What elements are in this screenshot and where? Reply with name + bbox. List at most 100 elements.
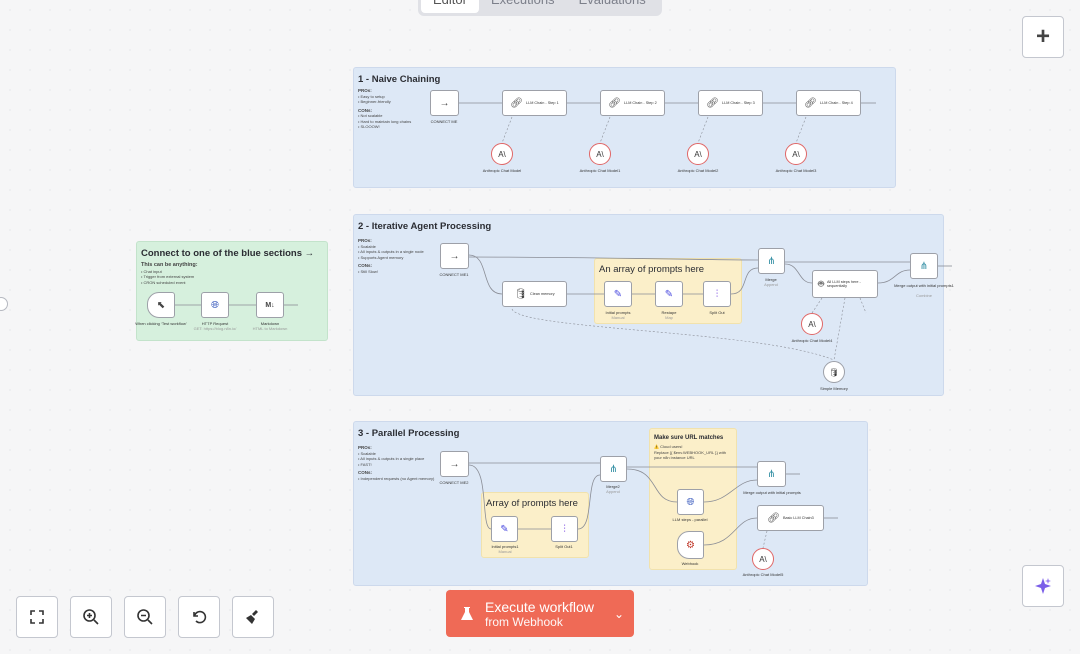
sticky-title: Make sure URL matches [654, 435, 724, 441]
zoom-out-button[interactable] [124, 596, 166, 638]
node-label: Split Out [709, 310, 725, 315]
tab-executions[interactable]: Executions [479, 0, 567, 13]
llm-chain-step-1-node[interactable]: 🔗︎LLM Chain - Step 1 [502, 90, 567, 116]
merge-node[interactable]: ⋔ [758, 248, 785, 274]
node-subtitle: Append [606, 489, 620, 494]
node-label: Merge output with initial prompts [743, 490, 801, 495]
split-out-node[interactable]: ⫶ [703, 281, 731, 307]
pros-item: • Beginner-friendly [358, 99, 391, 104]
node-subtitle: Append [764, 282, 778, 287]
ai-assistant-button[interactable] [1022, 565, 1064, 607]
connect-me-node[interactable]: → [430, 90, 459, 116]
node-label: CONNECT ME [430, 119, 458, 124]
split-icon: ⫶ [715, 288, 719, 300]
connect-me-1-node[interactable]: → [440, 243, 469, 269]
clean-memory-node[interactable]: 🛢︎Clean memory [502, 281, 567, 307]
anthropic-model-node[interactable]: A\ [785, 143, 807, 165]
execute-workflow-button[interactable]: Execute workflow from Webhook ⌄ [446, 590, 634, 637]
node-label: Anthropic Chat Model [482, 168, 522, 173]
anthropic-model-node[interactable]: A\ [752, 548, 774, 570]
llm-steps-parallel-node[interactable]: 🌐︎ [677, 489, 704, 515]
section-title: 2 - Iterative Agent Processing [358, 221, 492, 232]
chevron-down-icon[interactable]: ⌄ [613, 606, 624, 621]
sticky-line: • CRON scheduled event [141, 279, 186, 285]
merge-output-1-node[interactable]: ⋔ [910, 253, 938, 279]
undo-icon [193, 610, 207, 624]
globe-icon: 🌐︎ [211, 299, 219, 311]
basic-llm-chain-node[interactable]: 🔗︎Basic LLM Chain3 [757, 505, 824, 531]
http-request-node[interactable]: 🌐︎ [201, 292, 229, 318]
node-label: CONNECT ME2 [439, 480, 469, 485]
split-out-1-node[interactable]: ⫶ [551, 516, 578, 542]
anthropic-icon: A\ [596, 149, 604, 159]
section-title: 1 - Naive Chaining [358, 74, 441, 85]
split-icon: ⫶ [563, 523, 566, 535]
node-subtitle: GET: https://blog.n8n.io/ [193, 326, 237, 331]
anthropic-model-node[interactable]: A\ [687, 143, 709, 165]
fit-view-button[interactable] [16, 596, 58, 638]
pros-item: • FAST! [358, 461, 372, 467]
pencil-icon: ✎ [613, 288, 623, 300]
tab-editor[interactable]: Editor [421, 0, 479, 13]
cons-item: • Still Slow! [358, 268, 378, 274]
warning-text: ⚠️ Cloud users! [654, 444, 683, 449]
pencil-icon: ✎ [664, 288, 674, 300]
tidy-up-button[interactable] [232, 596, 274, 638]
node-label: HTTP Request [201, 321, 229, 326]
arrow-right-icon: → [449, 250, 460, 262]
restape-node[interactable]: ✎ [655, 281, 683, 307]
section-title: 3 - Parallel Processing [358, 428, 460, 439]
instruction-text: Replace {{ $env.WEBHOOK_URL }} with your… [654, 449, 727, 461]
add-node-button[interactable]: + [1022, 16, 1064, 58]
node-label: Webhook [681, 561, 699, 566]
pros-item: • All inputs & outputs in a single place [358, 456, 425, 461]
simple-memory-node[interactable]: 🛢︎ [823, 361, 845, 383]
reset-zoom-button[interactable] [178, 596, 220, 638]
llm-chain-step-2-node[interactable]: 🔗︎LLM Chain - Step 2 [600, 90, 665, 116]
node-label: Restape [661, 310, 677, 315]
tab-evaluations[interactable]: Evaluations [567, 0, 658, 13]
anthropic-icon: A\ [808, 319, 816, 329]
pencil-icon: ✎ [500, 523, 509, 535]
initial-prompts-1-node[interactable]: ✎ [491, 516, 518, 542]
sticky-section-3: 3 - Parallel Processing PROs: • Scalable… [353, 421, 868, 586]
pros-item: • Easy to setup [358, 93, 385, 99]
anthropic-icon: A\ [792, 149, 800, 159]
manual-trigger-node[interactable]: ⬉ [147, 292, 175, 318]
node-subtitle: HTML to Markdown [252, 326, 288, 331]
webhook-node[interactable]: ⚙︎ [677, 531, 704, 559]
connect-me-2-node[interactable]: → [440, 451, 469, 477]
pros-label: PROs: [358, 445, 372, 450]
sparkle-icon [1035, 578, 1051, 594]
llm-chain-step-4-node[interactable]: 🔗︎LLM Chain - Step 4 [796, 90, 861, 116]
arrow-right-icon: → [449, 458, 460, 470]
link-icon: 🔗︎ [767, 512, 780, 524]
llm-chain-step-3-node[interactable]: 🔗︎LLM Chain - Step 3 [698, 90, 763, 116]
node-label: Markdown [260, 321, 280, 326]
node-label: Anthropic Chat Model3 [775, 168, 817, 173]
pros-item: • Scalable [358, 450, 376, 456]
merge-icon: ⋔ [609, 463, 618, 475]
merge-output-node[interactable]: ⋔ [757, 461, 786, 487]
markdown-node[interactable]: M↓ [256, 292, 284, 318]
canvas-collapse-handle[interactable] [0, 297, 8, 311]
anthropic-icon: A\ [498, 149, 506, 159]
link-icon: 🔗︎ [510, 97, 523, 109]
globe-icon: 🌐︎ [686, 496, 695, 508]
initial-prompts-node[interactable]: ✎ [604, 281, 632, 307]
pros-item: • Supports Agent memory [358, 254, 404, 260]
sticky-line: This can be anything: [141, 262, 198, 268]
robot-icon: 🤖︎ [818, 279, 824, 290]
anthropic-model-node[interactable]: A\ [801, 313, 823, 335]
node-label: Anthropic Chat Model5 [742, 572, 784, 577]
zoom-out-icon [137, 609, 153, 625]
zoom-in-button[interactable] [70, 596, 112, 638]
node-label: Initial prompts [605, 310, 631, 315]
all-llm-steps-node[interactable]: 🤖︎All LLM steps here - sequentially [812, 270, 878, 298]
anthropic-model-node[interactable]: A\ [589, 143, 611, 165]
node-label: CONNECT ME1 [439, 272, 469, 277]
sticky-title: Connect to one of the blue sections → [141, 248, 315, 259]
cons-item: • Not scalable [358, 113, 383, 118]
merge-2-node[interactable]: ⋔ [600, 456, 627, 482]
anthropic-model-node[interactable]: A\ [491, 143, 513, 165]
